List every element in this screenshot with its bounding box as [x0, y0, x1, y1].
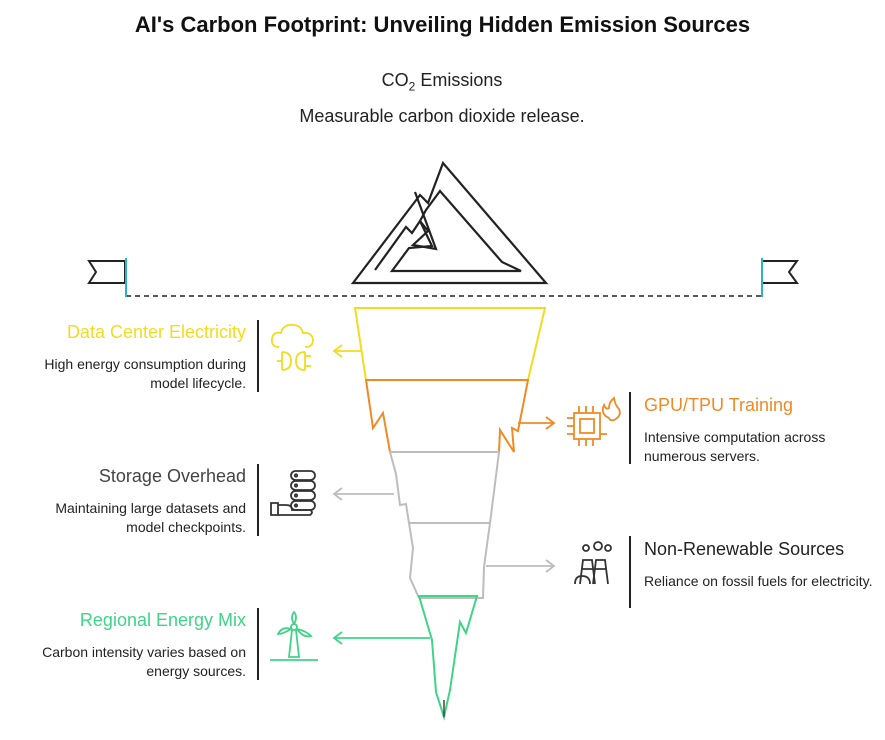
tip-description: Measurable carbon dioxide release. — [299, 106, 585, 126]
cloud-plug-icon — [270, 324, 314, 371]
arrow-data-center — [332, 344, 362, 358]
arrow-nonrenewable — [486, 559, 556, 573]
chip-flame-icon — [567, 396, 621, 446]
left-flag-icon — [87, 258, 127, 297]
label-title: Data Center Electricity — [66, 322, 246, 342]
tip-title: CO2 Emissions — [381, 70, 503, 94]
label-data-center: Data Center Electricity High energy cons… — [16, 321, 246, 393]
server-stack-icon — [270, 470, 316, 516]
label-title: GPU/TPU Training — [644, 395, 794, 415]
label-description: Reliance on fossil fuels for electricity… — [644, 573, 873, 589]
arrow-gpu — [518, 416, 556, 430]
label-description: Carbon intensity varies based on energy … — [42, 644, 246, 679]
label-description: Intensive computation across numerous se… — [644, 429, 826, 464]
layer-nonrenewable-shape — [407, 522, 492, 599]
iceberg-tip-icon — [350, 160, 549, 285]
label-title: Regional Energy Mix — [79, 610, 246, 630]
layer-storage-shape — [388, 451, 501, 524]
page-title: AI's Carbon Footprint: Unveiling Hidden … — [134, 12, 751, 37]
label-regional: Regional Energy Mix Carbon intensity var… — [16, 609, 246, 681]
arrow-storage — [332, 487, 394, 501]
right-flag-icon — [761, 258, 799, 297]
layer-regional-shape — [417, 595, 479, 721]
factory-smoke-icon — [574, 541, 612, 585]
label-title: Storage Overhead — [98, 466, 246, 486]
arrow-regional — [332, 631, 430, 645]
label-title: Non-Renewable Sources — [644, 539, 845, 559]
wind-turbine-icon — [270, 610, 318, 661]
label-description: High energy consumption during model lif… — [44, 356, 246, 391]
label-gpu: GPU/TPU Training Intensive computation a… — [644, 394, 874, 466]
layer-gpu-shape — [364, 379, 530, 453]
label-nonrenewable: Non-Renewable Sources Reliance on fossil… — [644, 538, 874, 591]
label-description: Maintaining large datasets and model che… — [55, 500, 246, 535]
label-storage: Storage Overhead Maintaining large datas… — [16, 465, 246, 537]
layer-data-center-shape — [353, 307, 547, 381]
